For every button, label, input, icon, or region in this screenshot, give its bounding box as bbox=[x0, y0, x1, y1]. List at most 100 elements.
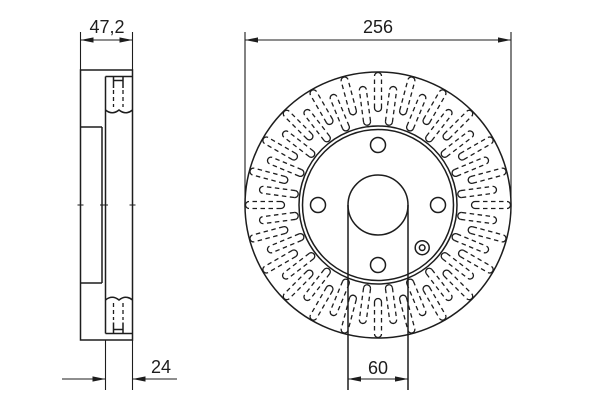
vent-slot bbox=[340, 76, 358, 116]
vent-slot-side bbox=[288, 110, 313, 135]
vent-slot bbox=[406, 278, 427, 317]
vent-slot bbox=[309, 284, 334, 321]
vent-slot-side bbox=[448, 270, 473, 295]
vent-slot-cap bbox=[323, 135, 331, 143]
vent-slot-cap bbox=[389, 319, 398, 325]
dimension-label-outer-diameter: 256 bbox=[363, 17, 393, 37]
vent-slot-side bbox=[269, 233, 300, 247]
vent-slot bbox=[266, 156, 305, 177]
vent-slot-cap bbox=[308, 150, 316, 158]
vent-slot-side bbox=[329, 98, 344, 129]
vent-slot-side bbox=[358, 90, 365, 123]
vent-slot-cap bbox=[487, 136, 494, 145]
vent-slot-cap bbox=[467, 272, 475, 280]
vent-slot-side bbox=[287, 258, 314, 279]
vent-slot-side bbox=[443, 110, 468, 135]
vent-slot-cap bbox=[249, 167, 255, 176]
vent-slot bbox=[425, 267, 453, 302]
vent-slot bbox=[457, 211, 498, 225]
vent-slot-side bbox=[472, 226, 504, 236]
vent-slot-cap bbox=[384, 284, 394, 289]
vent-slot-cap bbox=[406, 125, 414, 132]
vent-slot-side bbox=[461, 192, 494, 199]
vent-slot bbox=[457, 249, 494, 274]
vent-slot-cap bbox=[342, 278, 350, 285]
vent-slot-side bbox=[448, 115, 473, 140]
vent-slot-side bbox=[425, 273, 447, 300]
vent-slot-cap bbox=[294, 211, 299, 221]
vent-slot-cap bbox=[440, 252, 448, 260]
vent-slot-cap bbox=[418, 93, 427, 100]
vent-slot-side bbox=[347, 79, 357, 111]
vent-slot-side bbox=[384, 288, 391, 321]
vent-slot-cap bbox=[438, 314, 447, 321]
vent-slots bbox=[244, 71, 512, 339]
vent-slot-cap bbox=[258, 185, 264, 194]
vent-slot-side bbox=[262, 192, 295, 199]
bolt-hole bbox=[369, 256, 387, 274]
vent-slot-side bbox=[412, 98, 427, 129]
vent-slot bbox=[249, 225, 289, 243]
vent-slot-side bbox=[309, 286, 328, 316]
vent-slot-cap bbox=[466, 293, 474, 301]
vent-slot-side bbox=[454, 239, 485, 254]
vent-slot-cap bbox=[283, 225, 289, 235]
vent-slot-side bbox=[406, 96, 420, 127]
vent-slot-side bbox=[304, 114, 325, 141]
vent-slot-side bbox=[442, 131, 469, 152]
locating-pin-hole bbox=[414, 239, 430, 256]
vent-slot-side bbox=[406, 283, 420, 314]
vent-slot-side bbox=[422, 91, 441, 120]
vent-slot bbox=[440, 130, 475, 158]
vent-slot bbox=[258, 185, 299, 199]
vent-slot-cap bbox=[440, 150, 448, 158]
vent-slot-cap bbox=[418, 310, 427, 317]
vent-slot-side bbox=[309, 94, 328, 124]
dimension-overall-width: 47,2 bbox=[79, 17, 134, 70]
vent-slot-cap bbox=[445, 108, 453, 116]
vent-slot-side bbox=[428, 286, 447, 316]
front-view bbox=[244, 71, 512, 390]
vent-slot-side bbox=[262, 211, 295, 218]
vent-slot bbox=[440, 252, 475, 280]
vent-slot-cap bbox=[262, 136, 269, 145]
vent-slot-side bbox=[252, 174, 284, 184]
vent-slot-cap bbox=[266, 156, 273, 165]
vent-slot-cap bbox=[348, 294, 358, 300]
vent-slot-cap bbox=[501, 234, 507, 243]
vent-slot-side bbox=[399, 79, 409, 111]
vent-slot-cap bbox=[373, 333, 383, 339]
vent-slot-side bbox=[283, 136, 310, 158]
vent-slot-side bbox=[271, 239, 302, 254]
vent-slot-side bbox=[267, 255, 297, 274]
arrow-head bbox=[498, 37, 511, 43]
center-bore-circle bbox=[347, 174, 409, 236]
bolt-hole bbox=[369, 136, 387, 154]
vent-slot-cap bbox=[249, 234, 255, 243]
vent-slot-cap bbox=[466, 109, 474, 117]
vent-slot-cap bbox=[492, 185, 498, 194]
vent-slot-cap bbox=[492, 216, 498, 225]
vent-slot-side bbox=[336, 96, 350, 127]
vent-slot-side bbox=[288, 275, 313, 300]
vent-slot-cap bbox=[451, 169, 458, 177]
vent-slot-cap bbox=[501, 167, 507, 176]
vent-slot-cap bbox=[467, 225, 473, 235]
vent-slot-cap bbox=[362, 284, 372, 289]
vent-slot-side bbox=[263, 218, 296, 225]
vent-slot-side bbox=[263, 185, 296, 192]
vent-slot-side bbox=[446, 136, 473, 158]
vent-slot bbox=[309, 89, 334, 126]
hat-circle-outer bbox=[298, 125, 458, 285]
vent-slot-side bbox=[365, 89, 372, 122]
dimension-label-ring-thickness: 24 bbox=[151, 357, 171, 377]
vent-slot-side bbox=[315, 91, 334, 120]
vent-slot-cap bbox=[425, 267, 433, 275]
dimension-label-center-bore: 60 bbox=[368, 358, 388, 378]
vent-slot-side bbox=[425, 110, 447, 137]
vent-slot bbox=[457, 136, 494, 161]
vent-slot-cap bbox=[373, 297, 383, 303]
vent-slot-side bbox=[309, 273, 331, 300]
dimension-ring-thickness: 24 bbox=[62, 340, 177, 390]
